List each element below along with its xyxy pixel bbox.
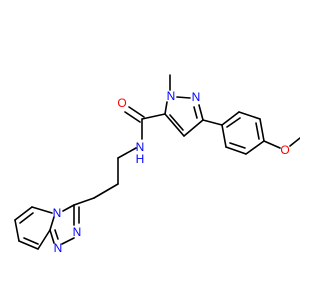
bond-aryl-5-inner [229,142,246,149]
bond-c-o-b [124,111,141,123]
bond-py-c7-c8-inner [23,237,39,245]
bond-py-c7-c8 [18,240,39,250]
bond-pyr-c4-c5 [164,113,185,137]
bond-pyr-c3-c4 [183,119,204,137]
bond-py-c6-c7 [14,219,20,242]
bond-aryl-1 [221,111,240,126]
bond-ch2-triazole [73,197,95,206]
atom-label-carbonyl-oxygen: O [117,96,126,110]
bond-c-o-a [128,106,145,118]
bond-aryl-6 [221,124,227,148]
bond-aryl-2 [238,111,261,120]
bond-pyr-c4-c5-inner [169,114,184,131]
bond-tri-n1-c8a [49,229,55,244]
atom-label-triazole-n-b: N [54,241,63,255]
bond-pyr-n2-c3 [198,104,204,121]
bond-pyr-c5-n1 [164,101,168,115]
bond-tri-c8a-n4 [49,216,55,231]
chemical-structure: O N H N N O N N N [14,74,300,255]
bond-aryl-5 [225,146,247,155]
atom-label-amide-hydrogen: H [136,152,145,166]
bond-py-c5-c6 [14,206,33,221]
bond-tri-n2-n1 [61,237,75,245]
atom-label-pyrazole-n1: N [167,89,176,103]
bond-aryl-1-inner [226,117,241,128]
atom-label-methoxy-oxygen: O [280,143,289,157]
bond-py-c5-c6-inner [19,212,34,224]
bond-o-methyl [289,137,300,147]
bond-aryl-ome [263,140,281,149]
atom-label-layer: O N H N N O N N N [53,89,290,255]
atom-label-triazole-bridge-nitrogen: N [53,206,62,220]
bond-aryl-4 [245,140,265,155]
bond-layer [14,74,300,250]
bond-py-n4-c5 [31,206,53,214]
bond-n-ch2 [117,147,137,159]
bond-ch2-ch2-b [93,183,119,199]
bond-aryl-3 [259,118,265,142]
atom-label-pyrazole-n2: N [192,90,201,104]
bond-tri-n1-c8a-inner [54,229,59,240]
bond-tri-c3-n4 [62,204,75,212]
bond-pyr-n1-n2 [176,96,191,99]
bond-amide-c-pyrazole [141,113,166,120]
bond-py-c8-c8a [37,229,51,250]
bond-aryl-3-inner [255,122,260,140]
atom-label-triazole-n-a: N [73,225,82,239]
atom-label-amide-nitrogen: N [136,140,145,154]
bond-pyr-aryl [202,119,223,126]
bond-pyr-n2-c3-inner [193,106,198,119]
